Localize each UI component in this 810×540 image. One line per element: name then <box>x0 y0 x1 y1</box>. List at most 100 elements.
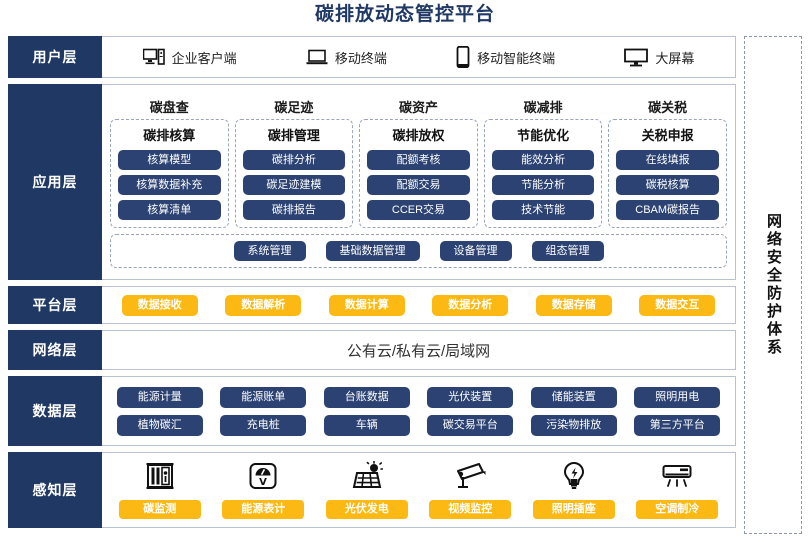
app-feature-button[interactable]: 核算数据补充 <box>118 174 221 195</box>
app-feature-button[interactable]: 配额交易 <box>367 174 470 195</box>
app-group-carbon-inventory: 碳盘查 碳排核算 核算模型 核算数据补充 核算清单 <box>110 97 229 228</box>
app-group-box: 关税申报 在线填报 碳税核算 CBAM碳报告 <box>608 118 727 228</box>
data-source-button[interactable]: 充电桩 <box>220 414 307 436</box>
app-group-subtitle: 节能优化 <box>517 127 570 143</box>
user-item-enterprise-client[interactable]: 企业客户端 <box>142 48 237 67</box>
light-bulb-icon <box>560 461 588 491</box>
data-source-button[interactable]: 植物碳汇 <box>116 414 203 436</box>
layer-body-data: 能源计量 能源账单 台账数据 光伏装置 储能装置 照明用电 植物碳汇 充电桩 车… <box>102 376 736 446</box>
app-feature-button[interactable]: 碳排分析 <box>242 149 346 170</box>
app-feature-button[interactable]: 技术节能 <box>491 199 595 220</box>
perception-item-air-conditioning[interactable]: 空调制冷 <box>636 461 719 519</box>
layer-label-network: 网络层 <box>8 330 102 370</box>
application-management-bar: 系统管理 基础数据管理 设备管理 组态管理 <box>110 233 727 268</box>
app-group-subtitle: 碳排核算 <box>143 127 196 143</box>
management-button-basic-data[interactable]: 基础数据管理 <box>325 240 420 261</box>
user-item-label: 企业客户端 <box>171 50 237 66</box>
carbon-monitor-icon <box>145 461 175 491</box>
layer-platform: 平台层 数据接收 数据解析 数据计算 数据分析 数据存储 数据交互 <box>8 286 736 324</box>
perception-item-label: 空调制冷 <box>636 500 719 519</box>
app-group-box: 碳排核算 核算模型 核算数据补充 核算清单 <box>110 118 229 228</box>
app-feature-button[interactable]: 碳足迹建模 <box>242 174 346 195</box>
user-terminal-list: 企业客户端 移动终端 <box>102 45 735 69</box>
app-feature-button[interactable]: 核算模型 <box>118 149 221 170</box>
data-source-button[interactable]: 能源计量 <box>116 386 203 408</box>
app-group-title: 碳足迹 <box>274 99 314 115</box>
user-item-label: 移动终端 <box>334 50 387 66</box>
platform-button-data-exchange[interactable]: 数据交互 <box>639 294 716 316</box>
platform-button-data-analyze[interactable]: 数据分析 <box>432 294 509 316</box>
layer-body-application: 碳盘查 碳排核算 核算模型 核算数据补充 核算清单 碳足迹 碳排管理 碳排分析 <box>102 84 736 280</box>
layer-body-perception: 碳监测 V 能源表计 <box>102 452 736 528</box>
app-feature-button[interactable]: CBAM碳报告 <box>616 199 719 220</box>
perception-item-label: 光伏发电 <box>325 500 408 519</box>
layer-body-platform: 数据接收 数据解析 数据计算 数据分析 数据存储 数据交互 <box>102 286 736 324</box>
app-group-carbon-footprint: 碳足迹 碳排管理 碳排分析 碳足迹建模 碳排报告 <box>234 97 354 228</box>
platform-button-data-storage[interactable]: 数据存储 <box>535 294 612 316</box>
app-group-box: 碳排放权 配额考核 配额交易 CCER交易 <box>359 118 478 228</box>
data-source-button[interactable]: 第三方平台 <box>634 414 721 436</box>
user-item-smart-mobile[interactable]: 移动智能终端 <box>456 45 555 69</box>
app-group-carbon-asset: 碳资产 碳排放权 配额考核 配额交易 CCER交易 <box>359 97 478 228</box>
app-feature-button[interactable]: CCER交易 <box>367 199 470 220</box>
app-feature-button[interactable]: 配额考核 <box>367 149 470 170</box>
app-feature-button[interactable]: 在线填报 <box>616 149 719 170</box>
layer-label-data: 数据层 <box>8 376 102 446</box>
layer-label-perception: 感知层 <box>8 452 102 528</box>
user-item-large-screen[interactable]: 大屏幕 <box>624 48 694 67</box>
app-feature-button[interactable]: 核算清单 <box>118 199 221 220</box>
energy-meter-icon: V <box>248 461 278 491</box>
solar-panel-icon <box>351 460 384 491</box>
smartphone-icon <box>456 45 470 69</box>
platform-button-data-compute[interactable]: 数据计算 <box>328 294 405 316</box>
layer-stack: 用户层 <box>8 36 736 528</box>
app-feature-button[interactable]: 碳税核算 <box>616 174 719 195</box>
user-item-mobile-terminal[interactable]: 移动终端 <box>306 48 387 67</box>
layer-data: 数据层 能源计量 能源账单 台账数据 光伏装置 储能装置 照明用电 植物碳汇 充… <box>8 376 736 446</box>
data-source-row: 植物碳汇 充电桩 车辆 碳交易平台 污染物排放 第三方平台 <box>108 414 729 436</box>
perception-item-lighting-socket[interactable]: 照明插座 <box>532 461 615 519</box>
data-source-button[interactable]: 车辆 <box>323 414 410 436</box>
app-feature-button[interactable]: 能效分析 <box>491 149 595 170</box>
app-group-title: 碳资产 <box>398 99 438 115</box>
data-source-button[interactable]: 台账数据 <box>323 386 410 408</box>
perception-item-label: 照明插座 <box>532 500 615 519</box>
layer-label-platform: 平台层 <box>8 286 102 324</box>
monitor-icon <box>624 48 649 67</box>
page-title: 碳排放动态管控平台 <box>314 4 495 25</box>
data-source-button[interactable]: 光伏装置 <box>427 386 514 408</box>
cctv-camera-icon <box>454 461 486 491</box>
app-group-box: 碳排管理 碳排分析 碳足迹建模 碳排报告 <box>234 118 354 228</box>
management-button-system[interactable]: 系统管理 <box>233 240 306 261</box>
platform-capability-list: 数据接收 数据解析 数据计算 数据分析 数据存储 数据交互 <box>102 294 735 316</box>
app-group-subtitle: 碳排放权 <box>392 127 445 143</box>
app-group-carbon-tariff: 碳关税 关税申报 在线填报 碳税核算 CBAM碳报告 <box>608 97 727 228</box>
data-source-button[interactable]: 储能装置 <box>530 386 617 408</box>
perception-item-label: 碳监测 <box>118 500 201 519</box>
data-source-row: 能源计量 能源账单 台账数据 光伏装置 储能装置 照明用电 <box>108 386 729 408</box>
app-group-title: 碳减排 <box>523 99 563 115</box>
perception-item-energy-meter[interactable]: V 能源表计 <box>222 461 305 519</box>
app-group-subtitle: 关税申报 <box>641 127 694 143</box>
app-group-subtitle: 碳排管理 <box>267 127 320 143</box>
layer-body-user: 企业客户端 移动终端 <box>102 36 736 78</box>
layer-application: 应用层 碳盘查 碳排核算 核算模型 核算数据补充 核算清单 碳足迹 <box>8 84 736 280</box>
perception-item-carbon-monitor[interactable]: 碳监测 <box>118 461 201 519</box>
management-button-configuration[interactable]: 组态管理 <box>531 240 604 261</box>
data-source-button[interactable]: 碳交易平台 <box>427 414 514 436</box>
perception-item-video-surveillance[interactable]: 视频监控 <box>429 461 512 519</box>
app-group-box: 节能优化 能效分析 节能分析 技术节能 <box>483 118 603 228</box>
data-source-button[interactable]: 照明用电 <box>634 386 721 408</box>
layer-label-user: 用户层 <box>8 36 102 78</box>
app-feature-button[interactable]: 节能分析 <box>491 174 595 195</box>
app-feature-button[interactable]: 碳排报告 <box>242 199 346 220</box>
perception-item-solar-power[interactable]: 光伏发电 <box>325 460 408 519</box>
data-source-button[interactable]: 污染物排放 <box>530 414 617 436</box>
perception-item-label: 视频监控 <box>429 500 512 519</box>
platform-button-data-parse[interactable]: 数据解析 <box>225 294 302 316</box>
svg-text:V: V <box>259 477 267 488</box>
platform-button-data-receive[interactable]: 数据接收 <box>121 294 198 316</box>
management-button-device[interactable]: 设备管理 <box>439 240 512 261</box>
data-source-button[interactable]: 能源账单 <box>220 386 307 408</box>
